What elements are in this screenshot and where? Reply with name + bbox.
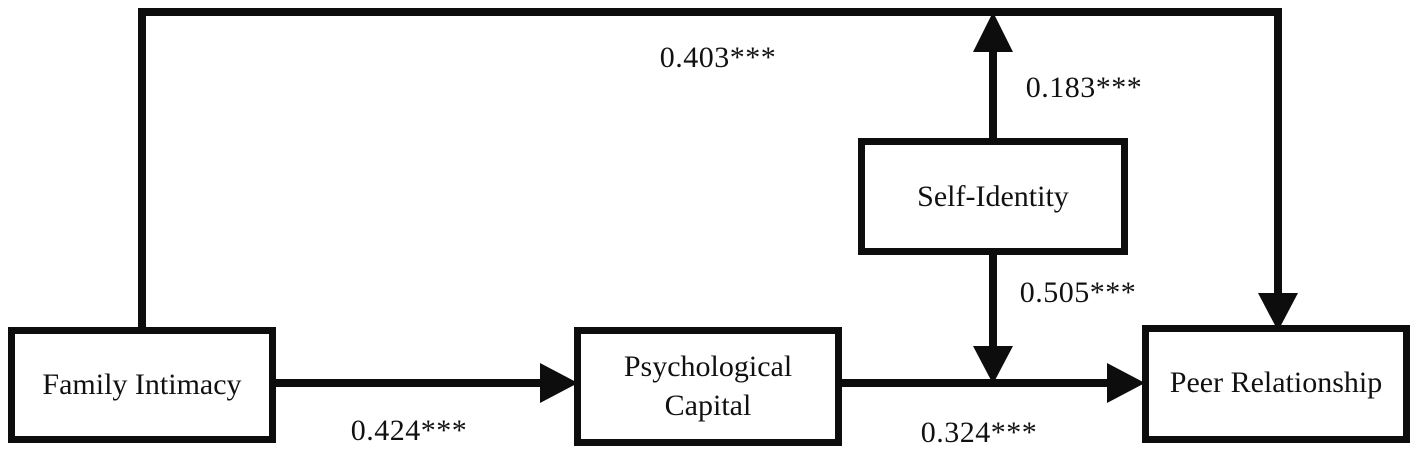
arrowhead-into-peer-relationship-left <box>1107 363 1145 403</box>
node-label-peer-relationship: Peer Relationship <box>1170 366 1382 399</box>
path-family-intimacy-to-psychological-capital <box>276 363 578 403</box>
arrowhead-into-top-line <box>973 12 1013 52</box>
path-psychological-capital-to-peer-relationship <box>840 363 1145 403</box>
path-line-family-to-peer <box>138 8 1282 327</box>
coefficient-label-family-to-peer: 0.403*** <box>660 41 777 74</box>
path-family-intimacy-to-peer-relationship <box>138 8 1298 331</box>
arrowhead-into-psychological-capital <box>540 363 578 403</box>
node-label-self-identity: Self-Identity <box>917 180 1069 213</box>
node-self-identity[interactable]: Self-Identity <box>858 138 1128 255</box>
coefficient-label-capital-to-self-identity: 0.505*** <box>1020 276 1137 309</box>
node-peer-relationship[interactable]: Peer Relationship <box>1142 325 1410 443</box>
node-box-psychological-capital[interactable] <box>574 327 842 446</box>
arrowhead-into-horizontal-line <box>973 346 1013 384</box>
node-psychological-capital[interactable]: Psychological Capital <box>574 327 842 446</box>
arrowhead-into-peer-relationship-top <box>1258 293 1298 331</box>
coefficient-label-capital-to-peer: 0.324*** <box>921 416 1038 449</box>
node-box-family-intimacy[interactable] <box>8 327 276 443</box>
node-family-intimacy[interactable]: Family Intimacy <box>8 327 276 443</box>
node-label-psychological-capital-line1: Psychological <box>624 350 792 383</box>
node-label-family-intimacy: Family Intimacy <box>42 368 241 401</box>
coefficient-label-self-identity-to-peer: 0.183*** <box>1026 71 1143 104</box>
node-label-psychological-capital-line2: Capital <box>665 389 752 422</box>
node-box-self-identity[interactable] <box>858 138 1128 255</box>
node-box-peer-relationship[interactable] <box>1142 325 1410 443</box>
coefficient-label-family-to-capital: 0.424*** <box>351 414 468 447</box>
